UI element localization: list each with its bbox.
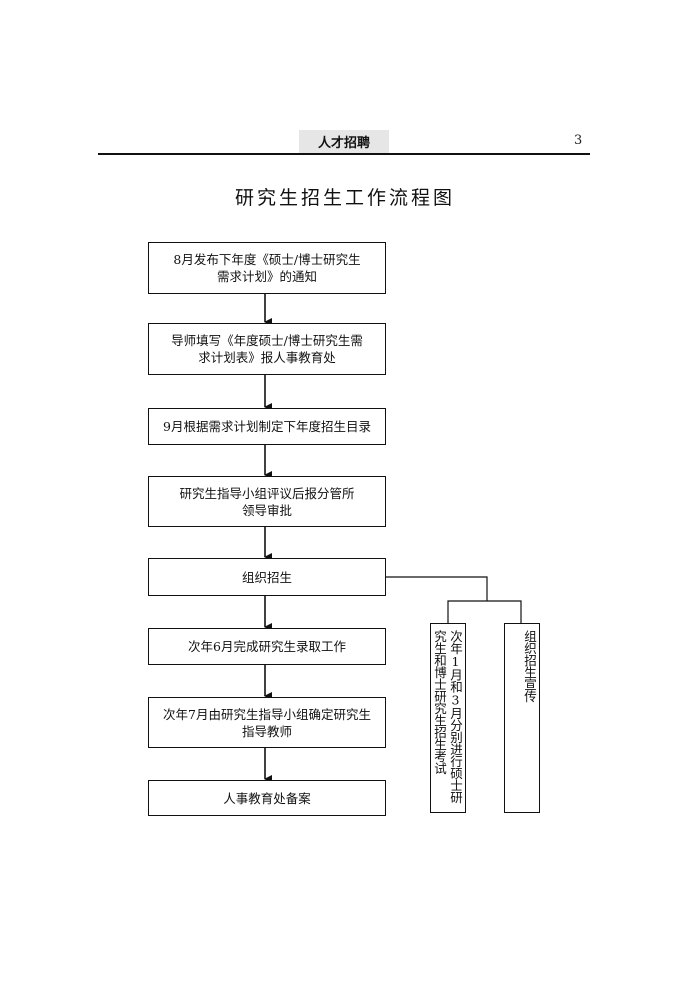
step-6-line-1: 次年6月完成研究生录取工作 <box>188 639 346 654</box>
step-2-line-2: 求计划表》报人事教育处 <box>198 350 336 365</box>
step-7-line-2: 指导教师 <box>241 723 292 739</box>
step-1-line-1: 8月发布下年度《硕士/博士研究生 <box>173 252 361 267</box>
step-4-line-2: 领导审批 <box>241 502 292 518</box>
flow-step-5: 组织招生 <box>148 558 386 596</box>
step-3-line-1: 9月根据需求计划制定下年度招生目录 <box>163 419 371 434</box>
section-header-badge: 人才招聘 <box>299 130 389 153</box>
flow-step-4: 研究生指导小组评议后报分管所领导审批 <box>148 476 386 527</box>
step-7-line-1: 次年7月由研究生指导小组确定研究生 <box>163 706 371 722</box>
step-5-line-1: 组织招生 <box>241 569 292 585</box>
header-rule <box>98 153 590 155</box>
flow-step-8: 人事教育处备案 <box>148 780 386 816</box>
branch-publicity-box: 组织招生宣传 <box>504 623 540 813</box>
step-1-line-2: 需求计划》的通知 <box>216 269 317 284</box>
flow-step-6: 次年6月完成研究生录取工作 <box>148 628 386 665</box>
branch-split <box>447 600 522 623</box>
branch-exam-box: 次年1月和3月分别进行硕士研究生和博士研究生招生考试 <box>430 623 466 813</box>
flow-step-3: 9月根据需求计划制定下年度招生目录 <box>148 408 386 445</box>
step-2-line-1: 导师填写《年度硕士/博士研究生需 <box>171 333 363 348</box>
page-number: 3 <box>574 133 583 148</box>
step-8-line-1: 人事教育处备案 <box>223 790 311 806</box>
branch-connector <box>386 576 488 601</box>
flow-step-7: 次年7月由研究生指导小组确定研究生指导教师 <box>148 697 386 748</box>
flowchart-title: 研究生招生工作流程图 <box>234 187 455 209</box>
section-title: 人才招聘 <box>317 136 370 151</box>
step-4-line-1: 研究生指导小组评议后报分管所 <box>179 485 355 501</box>
flow-step-1: 8月发布下年度《硕士/博士研究生需求计划》的通知 <box>148 242 386 294</box>
flow-step-2: 导师填写《年度硕士/博士研究生需求计划表》报人事教育处 <box>148 323 386 375</box>
